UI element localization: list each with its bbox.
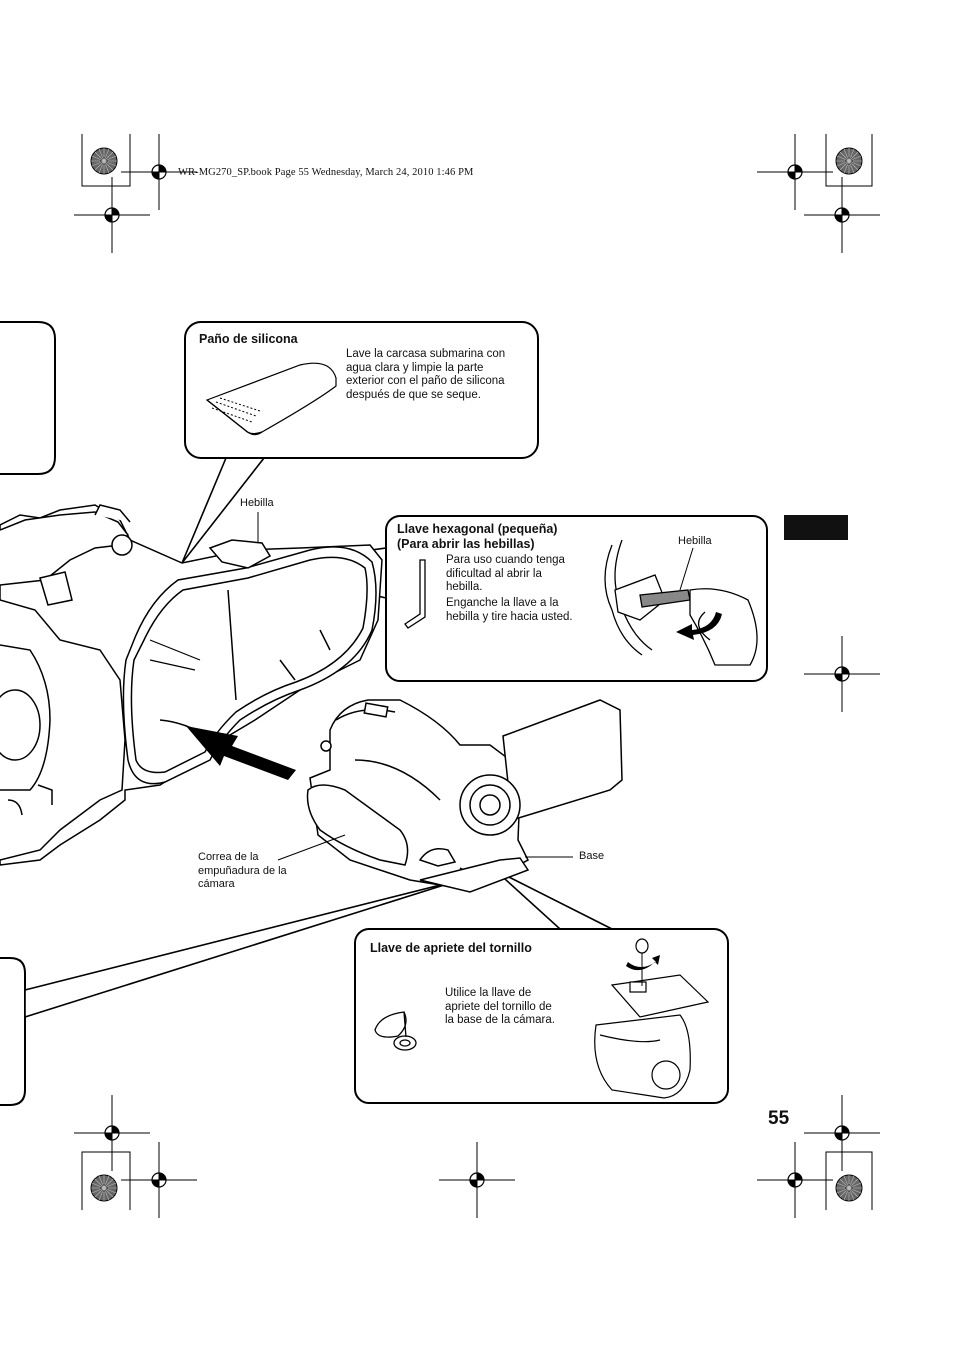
hex-key-usage-illustration — [604, 539, 758, 666]
crop-mark-icon — [120, 1141, 198, 1219]
crop-mark-icon — [756, 1141, 834, 1219]
hex-key-image — [404, 559, 426, 629]
screw-key-image — [374, 1011, 417, 1051]
buckle-label: Hebilla — [240, 497, 274, 509]
rotate-arrow-icon — [676, 612, 722, 640]
hex-key-box — [385, 515, 768, 682]
crop-mark-icon — [803, 176, 881, 254]
crop-mark-icon — [438, 1141, 516, 1219]
crop-mark-icon — [73, 1094, 151, 1172]
left-callout-box-top — [0, 321, 56, 475]
hex-key-text-2: Enganche la llave a la hebilla y tire ha… — [446, 597, 573, 623]
page-number: 55 — [768, 1108, 790, 1129]
registration-mark-icon — [835, 1174, 863, 1202]
arrow-icon — [186, 726, 296, 780]
hex-key-title: Llave hexagonal (pequeña) (Para abrir la… — [397, 522, 557, 552]
underwater-housing-illustration — [0, 504, 383, 866]
silicone-cloth-text: Lave la carcasa submarina con agua clara… — [346, 348, 506, 401]
left-callout-box-bottom — [0, 957, 26, 1106]
print-info: WR-MG270_SP.book Page 55 Wednesday, Marc… — [178, 167, 474, 178]
section-tab — [784, 515, 848, 540]
crop-mark-icon — [756, 133, 834, 211]
silicone-cloth-image — [205, 362, 337, 436]
registration-mark-icon — [90, 1174, 118, 1202]
crop-mark-icon — [803, 635, 881, 713]
crop-mark-icon — [73, 176, 151, 254]
hex-key-buckle-label: Hebilla — [678, 535, 712, 547]
hex-key-title-line1: Llave hexagonal (pequeña) — [397, 522, 558, 536]
base-label: Base — [579, 850, 605, 862]
camcorder-illustration — [306, 699, 623, 893]
silicone-cloth-title: Paño de silicona — [199, 332, 298, 346]
hex-key-text-1: Para uso cuando tenga dificultad al abri… — [446, 554, 565, 594]
rotate-arrow-icon — [626, 955, 660, 971]
registration-mark-icon — [90, 147, 118, 175]
screw-key-title: Llave de apriete del tornillo — [370, 941, 532, 955]
crop-mark-icon — [803, 1094, 881, 1172]
screw-key-text: Utilice la llave de apriete del tornillo… — [445, 987, 555, 1027]
camera-base-illustration — [594, 938, 710, 1099]
registration-mark-icon — [835, 147, 863, 175]
hex-key-title-line2: (Para abrir las hebillas) — [397, 537, 535, 551]
grip-strap-label: Correa de la empuñadura de la cámara — [198, 851, 287, 891]
